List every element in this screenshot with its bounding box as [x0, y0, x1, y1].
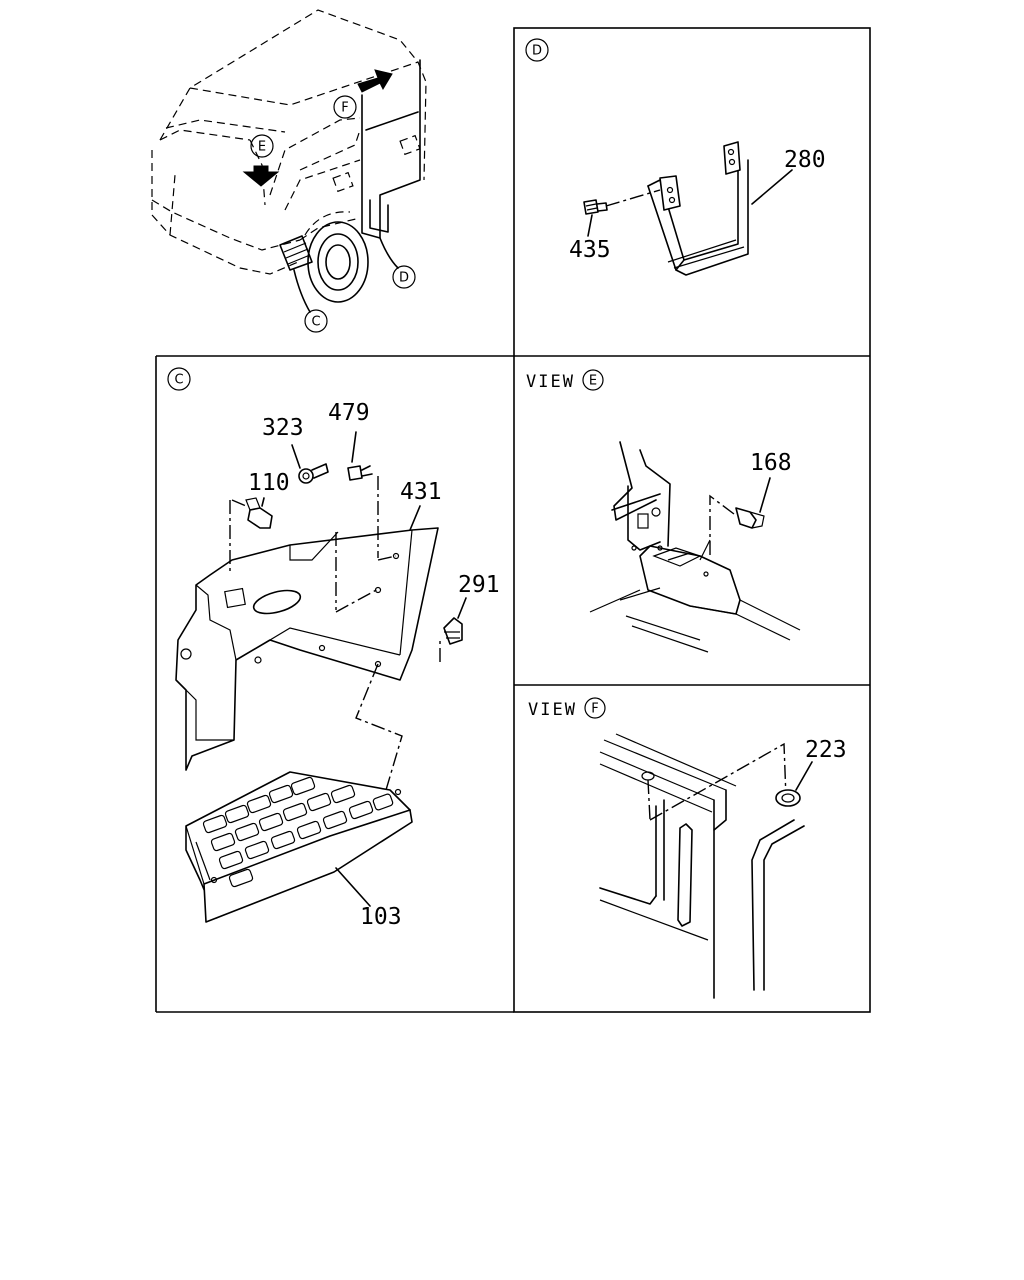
- callout-c-panel: C: [167, 367, 191, 391]
- view-f-detail: [599, 733, 813, 999]
- view-e-letter: E: [589, 374, 597, 389]
- panel-d-label: D: [532, 44, 542, 59]
- panel-frames: [155, 27, 871, 1013]
- panel-c-step-assembly: [175, 431, 467, 923]
- truck-cab-overview: [151, 9, 427, 313]
- callout-f-label: F: [341, 101, 348, 116]
- part-number-323: 323: [262, 415, 304, 441]
- part-number-435: 435: [569, 237, 611, 263]
- view-f-title: VIEW F: [528, 697, 606, 720]
- callout-e-label: E: [258, 140, 266, 155]
- callout-c-label: C: [311, 315, 320, 330]
- part-number-168: 168: [750, 450, 792, 476]
- part-number-103: 103: [360, 904, 402, 930]
- part-number-223: 223: [805, 737, 847, 763]
- part-number-291: 291: [458, 572, 500, 598]
- callout-f-overview: F: [333, 95, 357, 119]
- panel-d-handle: [583, 141, 793, 276]
- callout-d-label: D: [399, 271, 409, 286]
- view-e-detail: [589, 441, 801, 653]
- part-number-110: 110: [248, 470, 290, 496]
- view-e-prefix: VIEW: [526, 372, 575, 392]
- view-f-prefix: VIEW: [528, 700, 577, 720]
- panel-c-label: C: [174, 373, 183, 388]
- part-number-280: 280: [784, 147, 826, 173]
- callout-e-overview: E: [250, 134, 274, 158]
- view-f-letter: F: [591, 702, 598, 717]
- callout-d-overview: D: [392, 265, 416, 289]
- callout-d-panel: D: [525, 38, 549, 62]
- callout-c-overview: C: [304, 309, 328, 333]
- part-number-479: 479: [328, 400, 370, 426]
- view-e-title: VIEW E: [526, 369, 604, 392]
- part-number-431: 431: [400, 479, 442, 505]
